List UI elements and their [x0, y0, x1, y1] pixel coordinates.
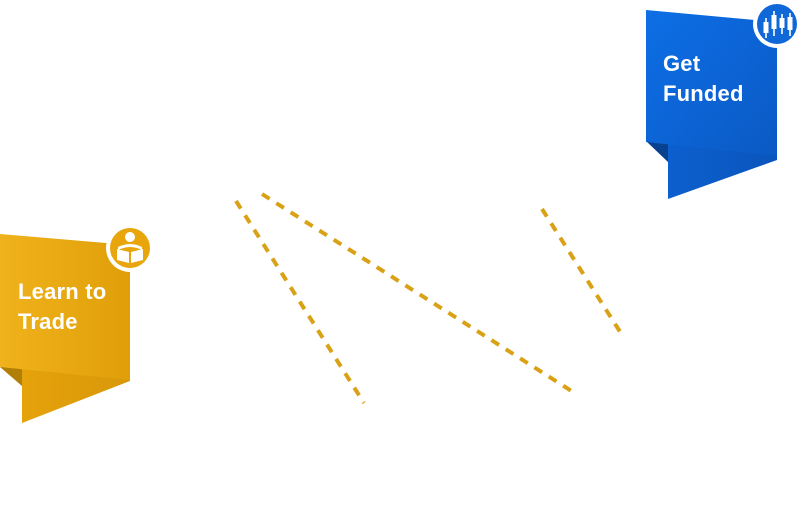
learn-to-trade-label: Learn to Trade — [18, 277, 106, 337]
funded-ribbon-body — [646, 10, 777, 156]
connector-line-1 — [234, 199, 366, 405]
learn-label-line-2: Trade — [18, 309, 78, 334]
connector-line-2 — [260, 192, 575, 394]
funded-label-line-2: Funded — [663, 81, 744, 106]
funded-label-line-1: Get — [663, 51, 701, 76]
learn-ribbon-fold — [0, 367, 22, 386]
learn-ribbon-body — [0, 234, 130, 380]
reader-icon — [106, 224, 154, 272]
learn-ribbon — [0, 224, 154, 423]
funded-ribbon-fold — [646, 141, 668, 162]
learn-ribbon-tail — [22, 366, 130, 423]
funded-ribbon — [646, 0, 800, 199]
get-funded-label: Get Funded — [663, 49, 744, 109]
connector-line-3 — [540, 207, 626, 340]
funded-ribbon-tail — [668, 142, 777, 199]
learn-label-line-1: Learn to — [18, 279, 107, 304]
dashed-connectors — [234, 192, 626, 405]
candlestick-chart-icon — [753, 0, 800, 48]
